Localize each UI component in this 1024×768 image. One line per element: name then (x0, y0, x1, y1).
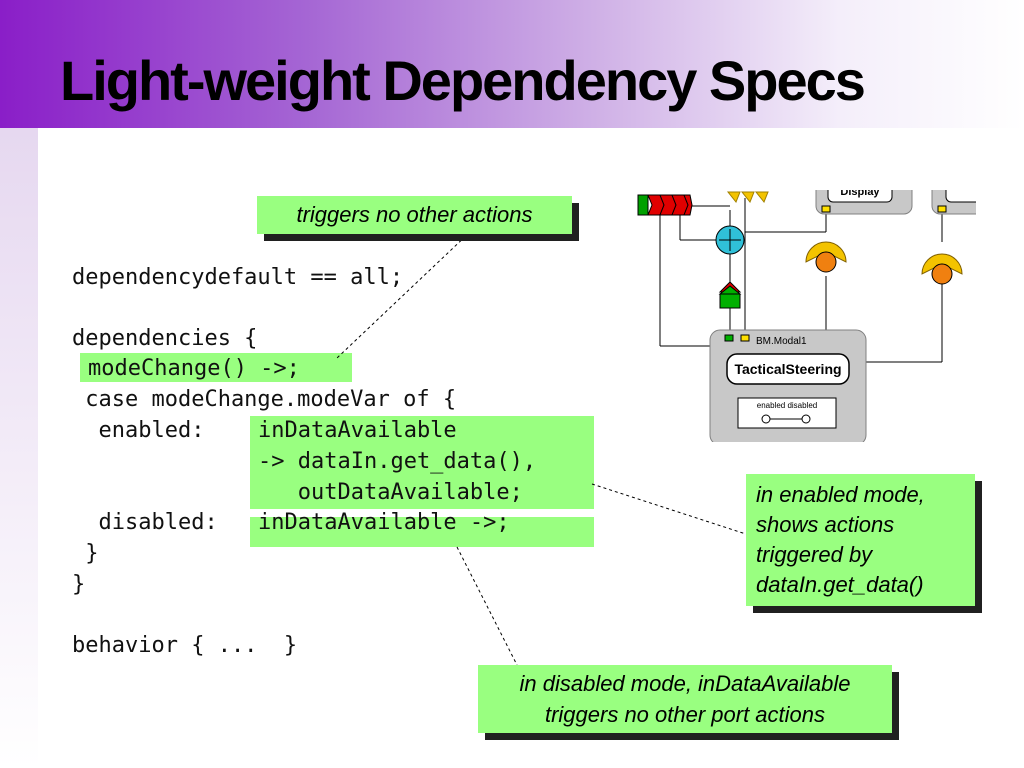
callout-triggers-no-other-actions: triggers no other actions (257, 196, 572, 234)
code-line-dependencies-close: } (72, 572, 86, 597)
callout-enabled-mode: in enabled mode, shows actions triggered… (746, 474, 975, 606)
connector-top-callout (336, 231, 471, 359)
callout-top-text: triggers no other actions (296, 202, 533, 227)
callout-right-line-2: shows actions (756, 512, 895, 537)
code-line-modechange: modeChange() ->; (88, 356, 300, 381)
callout-right-line-3: triggered by (756, 542, 873, 567)
tactical-steering-component: BM.Modal1 TacticalSteering enabled disab… (709, 329, 867, 442)
callout-disabled-mode: in disabled mode, inDataAvailable trigge… (478, 665, 892, 733)
plus-node-icon (715, 225, 745, 255)
code-line-outdataavailable: outDataAvailable; (258, 480, 523, 505)
mode-switch-icon (718, 281, 742, 309)
left-decoration-strip (0, 128, 38, 768)
display-box-partial: Display (815, 190, 913, 215)
connector-bottom-callout (456, 546, 518, 666)
code-line-case: case modeChange.modeVar of { (72, 387, 457, 412)
title-band (0, 0, 1024, 128)
code-line-behavior: behavior { ... } (72, 633, 298, 658)
code-line-dependencies-open: dependencies { (72, 326, 258, 351)
event-queue-icon (637, 194, 693, 216)
code-line-get-data: -> dataIn.get_data(), (258, 449, 537, 474)
callout-bottom-line-1: in disabled mode, inDataAvailable (519, 671, 851, 696)
receiver-icon-1 (805, 241, 847, 273)
highlight-enabled-block (250, 416, 594, 509)
connector-right-callout (591, 483, 753, 537)
code-line-case-close: } (72, 541, 99, 566)
callout-right-line-1: in enabled mode, (756, 482, 925, 507)
component-id-label: BM.Modal1 (756, 336, 807, 347)
highlight-modechange (80, 353, 352, 382)
code-line-disabled-value: inDataAvailable ->; (258, 510, 510, 535)
code-line-disabled-label: disabled: (72, 510, 218, 535)
mode-state-labels: enabled disabled (757, 401, 818, 410)
highlight-disabled-line (250, 517, 594, 547)
callout-right-line-4: dataIn.get_data() (756, 572, 924, 597)
code-line-dependencydefault: dependencydefault == all; (72, 265, 404, 290)
code-line-enabled-label: enabled: (72, 418, 205, 443)
callout-bottom-line-2: triggers no other port actions (544, 702, 826, 727)
receiver-icon-2 (921, 253, 963, 285)
component-name-label: TacticalSteering (734, 361, 841, 377)
display-label: Display (840, 190, 880, 198)
component-diagram: Display BM.Modal1 TacticalSteering enabl… (637, 190, 976, 442)
fanout-icons (726, 191, 769, 203)
right-box-partial (931, 190, 976, 215)
slide-title: Light-weight Dependency Specs (60, 49, 866, 112)
code-line-enabled-value: inDataAvailable (258, 418, 457, 443)
